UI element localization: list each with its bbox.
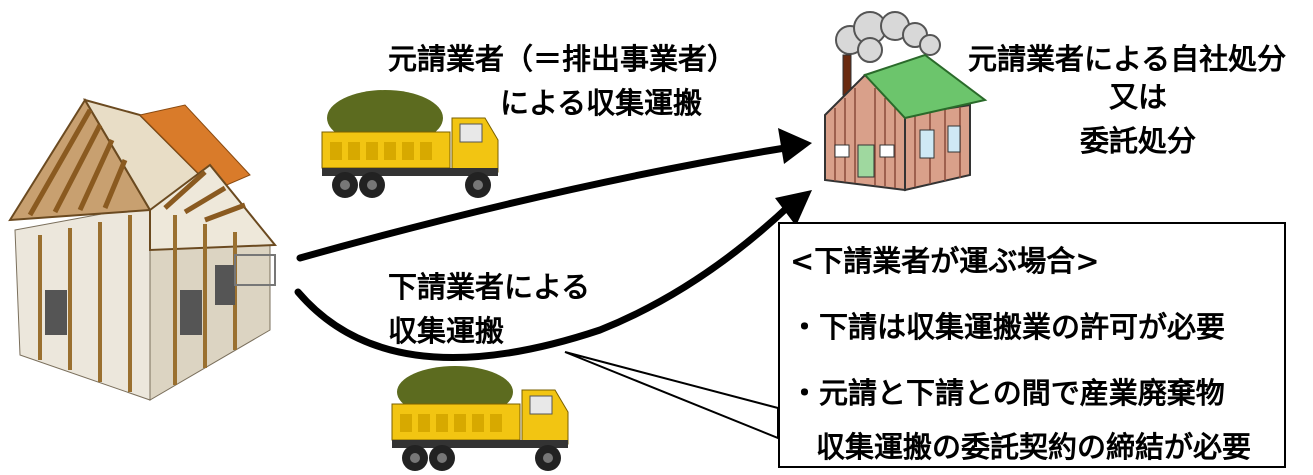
dump-truck-icon — [391, 366, 569, 471]
callout-pointer — [564, 351, 779, 440]
destination-label-line3: 委託処分 — [1079, 124, 1196, 158]
destination-label-line2: 又は — [1108, 80, 1167, 114]
top-route-label-line2: による収集運搬 — [500, 86, 703, 120]
destination-label-line1: 元請業者による自社処分 — [968, 42, 1287, 76]
callout-item-2: ・元請と下請との間で産業廃棄物 — [790, 376, 1225, 410]
arrow-icon — [296, 128, 812, 262]
sub-route-label-line2: 収集運搬 — [388, 314, 505, 348]
sub-route-label-line1: 下請業者による — [388, 270, 591, 304]
factory-house-icon — [824, 11, 988, 192]
callout-item-3: 収集運搬の委託契約の締結が必要 — [816, 430, 1252, 464]
callout-item-1: ・下請は収集運搬業の許可が必要 — [790, 310, 1226, 344]
house-under-construction-icon — [8, 98, 278, 401]
top-route-label-line1: 元請業者（＝排出事業者） — [388, 42, 737, 76]
callout-box: <下請業者が運ぶ場合> ・下請は収集運搬業の許可が必要 ・元請と下請との間で産業… — [778, 222, 1286, 468]
callout-title: <下請業者が運ぶ場合> — [790, 244, 1100, 278]
arrow-icon — [294, 190, 812, 361]
dump-truck-icon — [321, 90, 499, 198]
